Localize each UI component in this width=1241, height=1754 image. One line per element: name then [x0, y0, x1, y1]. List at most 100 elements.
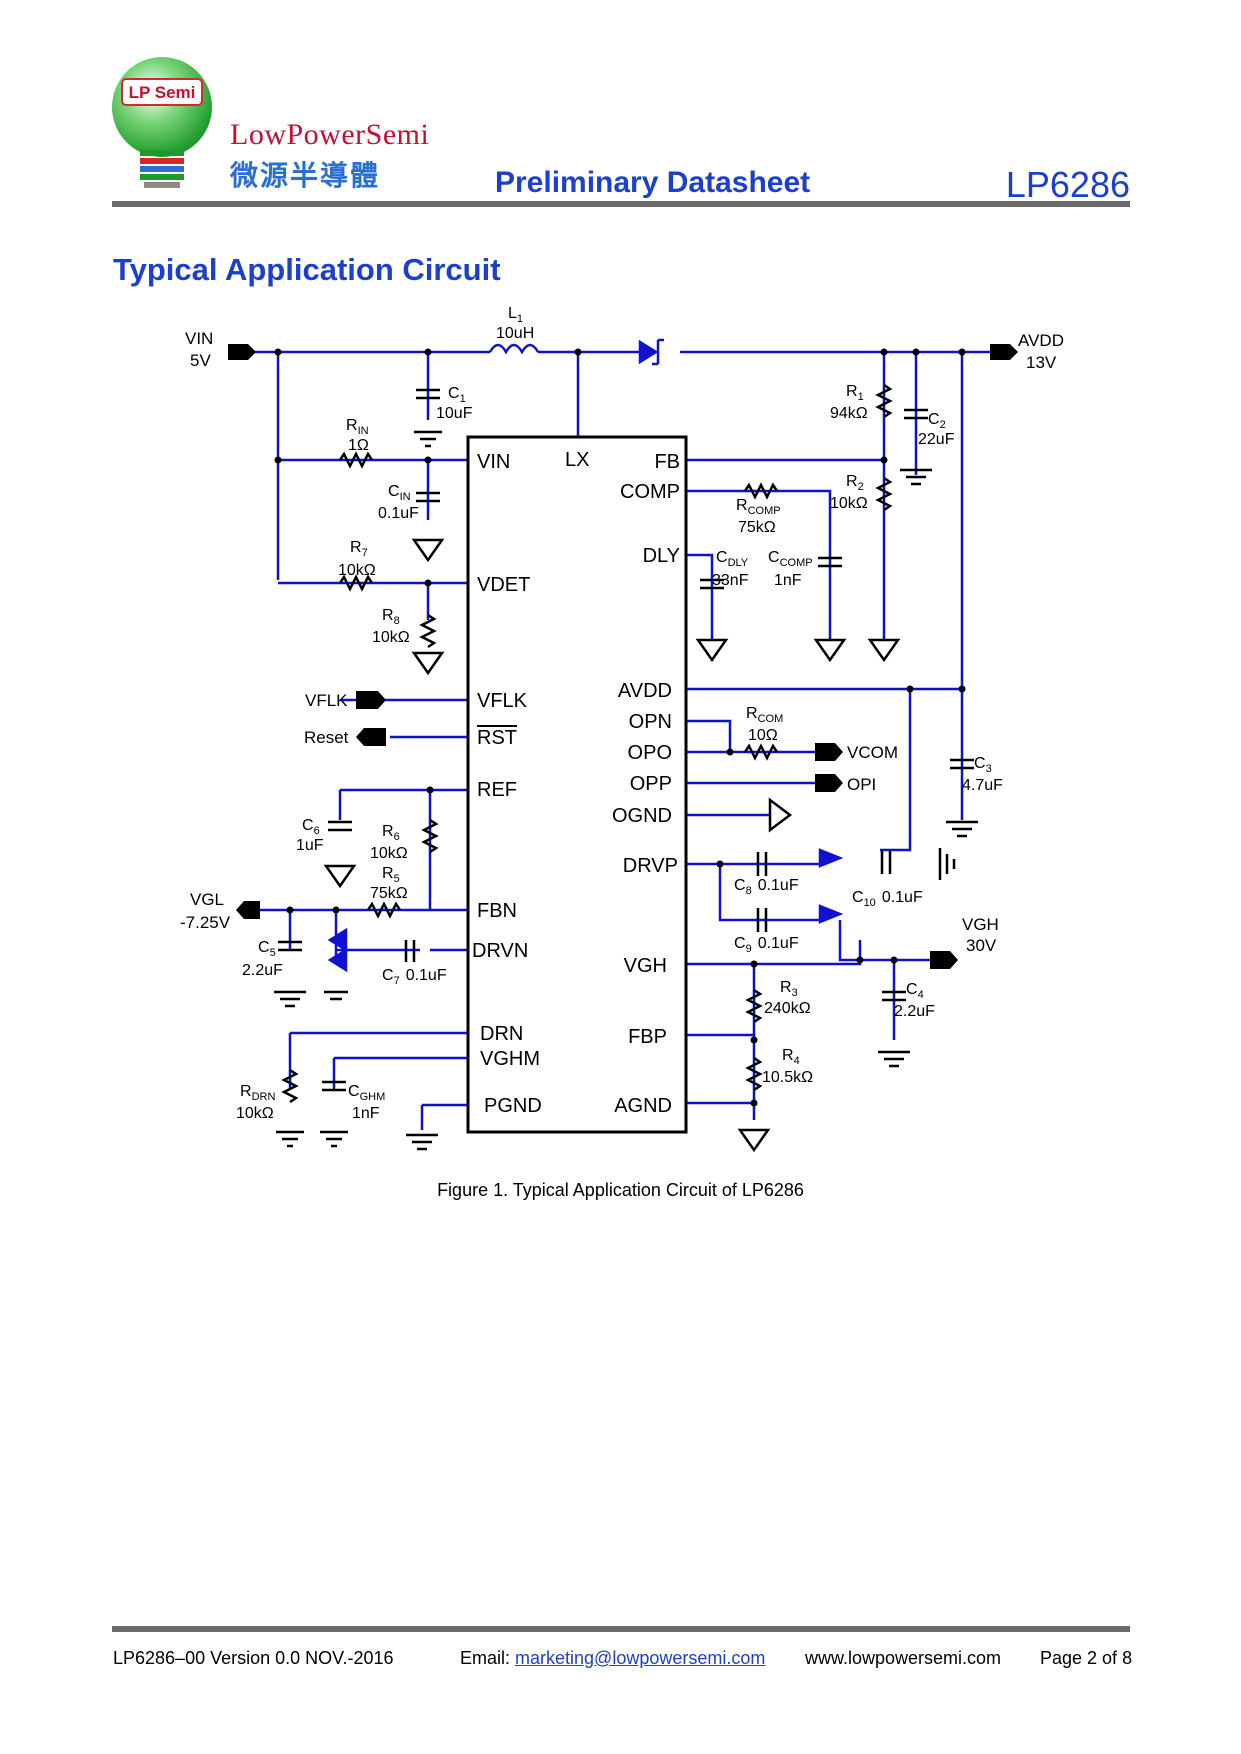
svg-text:1nF: 1nF: [352, 1105, 380, 1122]
svg-text:33nF: 33nF: [712, 572, 749, 589]
vgl-label: VGL: [190, 890, 224, 909]
svg-text:75kΩ: 75kΩ: [370, 885, 408, 902]
svg-text:C4: C4: [906, 981, 924, 1001]
svg-text:240kΩ: 240kΩ: [764, 1000, 811, 1017]
port-arrows: [228, 344, 1018, 969]
svg-text:CIN: CIN: [388, 483, 411, 503]
pin-right: FB: [654, 451, 680, 473]
svg-text:L1: L1: [508, 305, 523, 325]
vcom-label: VCOM: [847, 743, 898, 762]
svg-text:2.2uF: 2.2uF: [242, 962, 283, 979]
svg-text:10Ω: 10Ω: [748, 727, 778, 744]
svg-text:R5: R5: [382, 865, 400, 885]
svg-text:10kΩ: 10kΩ: [830, 495, 868, 512]
junction-dots: [274, 348, 966, 1107]
opi-label: OPI: [847, 775, 876, 794]
svg-text:RCOM: RCOM: [746, 705, 783, 725]
footer-divider: [112, 1626, 1130, 1632]
doc-version: LP6286–00 Version 0.0 NOV.-2016: [113, 1648, 394, 1668]
svg-text:R4: R4: [782, 1047, 800, 1067]
svg-text:CGHM: CGHM: [348, 1083, 385, 1103]
svg-text:C2: C2: [928, 411, 946, 431]
company-name-en: LowPowerSemi: [230, 118, 430, 151]
pin-right: OPP: [630, 773, 672, 795]
email-label: Email:: [460, 1648, 516, 1668]
svg-text:C5: C5: [258, 939, 276, 959]
pin-left: VIN: [477, 451, 510, 473]
svg-text:22uF: 22uF: [918, 431, 955, 448]
header-divider: [112, 201, 1130, 207]
pin-right: FBP: [628, 1026, 667, 1048]
svg-text:C6: C6: [302, 817, 320, 837]
svg-text:1Ω: 1Ω: [348, 437, 369, 454]
vin-value: 5V: [190, 351, 211, 370]
port-labels: VIN 5V AVDD 13V VFLK Reset VGL -7.25V VC…: [180, 329, 1064, 955]
svg-text:94kΩ: 94kΩ: [830, 405, 868, 422]
svg-text:RCOMP: RCOMP: [736, 497, 781, 517]
svg-text:R1: R1: [846, 383, 864, 403]
pin-left: VGHM: [480, 1048, 540, 1070]
vin-label: VIN: [185, 329, 213, 348]
page-number: Page 2 of 8: [1040, 1648, 1133, 1668]
pin-left: REF: [477, 779, 517, 801]
svg-text:C80.1uF: C80.1uF: [734, 877, 799, 897]
pin-left: VFLK: [477, 690, 528, 712]
pin-lx: LX: [565, 449, 589, 471]
application-circuit-schematic: LX VIN VDET VFLK RST REF FBN DRVN DRN VG…: [180, 305, 1064, 1153]
pin-right: VGH: [624, 955, 667, 977]
reset-label: Reset: [304, 728, 349, 747]
svg-text:R6: R6: [382, 823, 400, 843]
website-link[interactable]: www.lowpowersemi.com: [805, 1648, 1002, 1668]
svg-text:0.1uF: 0.1uF: [378, 505, 419, 522]
svg-text:RIN: RIN: [346, 417, 369, 437]
svg-text:4.7uF: 4.7uF: [962, 777, 1003, 794]
svg-text:CCOMP: CCOMP: [768, 549, 813, 569]
ic-body: [466, 435, 688, 1134]
pin-right: AVDD: [618, 680, 672, 702]
pin-left: RST: [477, 727, 517, 749]
svg-text:C1: C1: [448, 385, 466, 405]
svg-text:C70.1uF: C70.1uF: [382, 967, 447, 987]
email-link[interactable]: marketing@lowpowersemi.com: [515, 1648, 766, 1668]
svg-text:1uF: 1uF: [296, 837, 324, 854]
logo-badge-text: LP Semi: [129, 83, 196, 102]
svg-text:R7: R7: [350, 539, 368, 559]
svg-text:CDLY: CDLY: [716, 549, 749, 569]
pin-right: AGND: [614, 1095, 672, 1117]
component-symbols: [274, 338, 978, 1153]
vflk-label: VFLK: [305, 691, 348, 710]
vgh-label: VGH: [962, 915, 999, 934]
svg-text:R3: R3: [780, 979, 798, 999]
part-number: LP6286: [1005, 164, 1130, 205]
email-block: Email: marketing@lowpowersemi.com: [460, 1648, 765, 1669]
svg-text:10uH: 10uH: [496, 325, 534, 342]
figure-caption: Figure 1. Typical Application Circuit of…: [437, 1180, 804, 1200]
svg-text:75kΩ: 75kΩ: [738, 519, 776, 536]
pin-right: DLY: [643, 545, 680, 567]
svg-text:10kΩ: 10kΩ: [338, 562, 376, 579]
pin-left: DRN: [480, 1023, 523, 1045]
svg-text:R8: R8: [382, 607, 400, 627]
company-name-cn: 微源半導體: [230, 160, 381, 191]
pin-right: DRVP: [623, 855, 678, 877]
section-title: Typical Application Circuit: [113, 252, 501, 287]
pin-right: OGND: [612, 805, 672, 827]
pin-left: DRVN: [472, 940, 528, 962]
pin-left: FBN: [477, 900, 517, 922]
company-logo: LP Semi: [112, 57, 212, 188]
svg-text:C3: C3: [974, 755, 992, 775]
svg-text:10.5kΩ: 10.5kΩ: [762, 1069, 813, 1086]
ic-pin-labels: LX VIN VDET VFLK RST REF FBN DRVN DRN VG…: [472, 449, 680, 1117]
pin-right: OPN: [629, 711, 672, 733]
component-labels: L1 10uH C1 10uF RIN 1Ω CIN 0.1uF R7 10kΩ…: [236, 305, 1003, 1122]
vgl-value: -7.25V: [180, 913, 231, 932]
svg-text:RDRN: RDRN: [240, 1083, 275, 1103]
svg-text:C90.1uF: C90.1uF: [734, 935, 799, 955]
svg-text:2.2uF: 2.2uF: [894, 1003, 935, 1020]
avdd-value: 13V: [1026, 353, 1057, 372]
svg-text:10kΩ: 10kΩ: [370, 845, 408, 862]
pin-right: COMP: [620, 481, 680, 503]
svg-text:10uF: 10uF: [436, 405, 473, 422]
pin-right: OPO: [628, 742, 672, 764]
